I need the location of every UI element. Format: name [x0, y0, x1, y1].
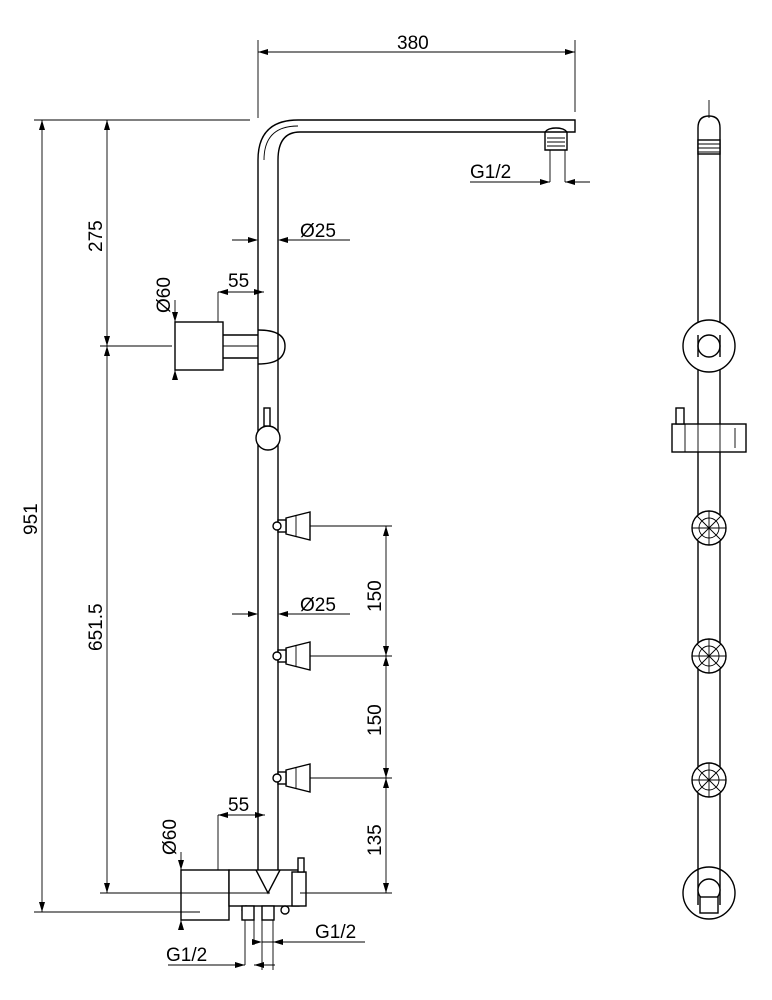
shower-arm-inner — [263, 125, 299, 161]
head-connector — [544, 127, 568, 182]
total-height-dimension-label: 951 — [21, 503, 42, 535]
width-dimension-label: 380 — [397, 33, 429, 54]
jet-spacing-3-label: 135 — [365, 824, 386, 856]
arm-diameter-top-label: Ø60 — [154, 277, 175, 313]
side-jet-1 — [691, 510, 727, 546]
side-view — [671, 100, 747, 920]
side-riser — [697, 115, 721, 890]
side-jet-2 — [691, 638, 727, 674]
body-jet-2 — [272, 641, 311, 671]
shower-arm — [257, 119, 576, 161]
dimension-lines — [34, 40, 590, 968]
body-jet-1 — [272, 511, 311, 541]
pipe-diameter-top-label: Ø25 — [300, 221, 336, 242]
side-slider — [671, 407, 747, 453]
jet-spacing-1-label: 150 — [365, 580, 386, 612]
thread-inlet-left-label: G1/2 — [166, 945, 207, 966]
side-bottom-valve — [682, 866, 736, 920]
upper-height-dimension-label: 275 — [86, 220, 107, 252]
jet-spacing-2-label: 150 — [365, 704, 386, 736]
thread-inlet-right-label: G1/2 — [315, 922, 356, 943]
offset-top-label: 55 — [228, 271, 249, 292]
hand-shower-slider — [255, 407, 281, 451]
thread-head-label: G1/2 — [470, 162, 511, 183]
arm-diameter-bottom-label: Ø60 — [160, 819, 181, 855]
offset-bottom-label: 55 — [228, 795, 249, 816]
side-jet-3 — [691, 762, 727, 798]
lower-height-dimension-label: 651.5 — [86, 603, 107, 651]
pipe-diameter-mid-label: Ø25 — [300, 595, 336, 616]
body-jet-3 — [272, 763, 311, 793]
upper-wall-bracket — [174, 321, 286, 371]
bottom-valve-body — [180, 857, 307, 970]
riser-pipe — [257, 160, 279, 880]
front-view — [174, 119, 576, 970]
